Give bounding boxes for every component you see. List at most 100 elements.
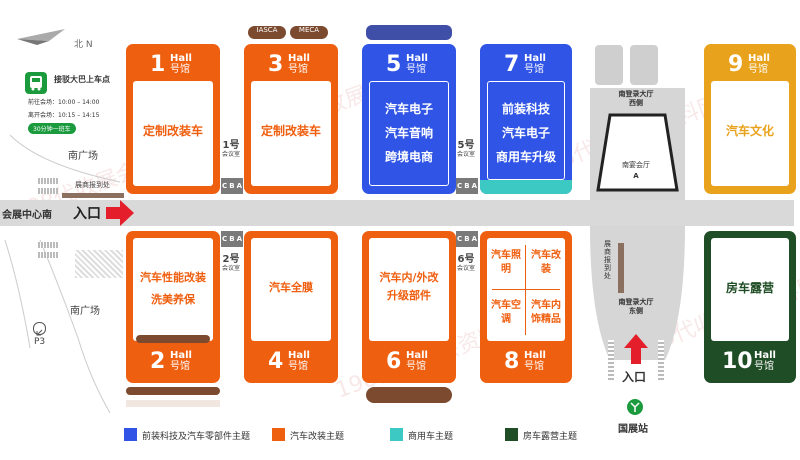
meca-tag: MECA: [290, 26, 328, 39]
hall-8-hall-label: Hall: [524, 350, 546, 361]
south-plaza-north-label: 南广场: [68, 151, 98, 162]
parking-stripes: [608, 340, 614, 380]
meeting-room-5: 5号会议室: [456, 140, 475, 159]
hall-10-number: 10: [722, 349, 753, 374]
hall-7-theme-3: 商用车升级: [495, 150, 556, 164]
parking-stripes: [38, 252, 58, 258]
hall-5-theme-2: 汽车音响: [384, 126, 433, 140]
hall-4-number: 4: [268, 349, 284, 374]
hall-2-note-strip: [126, 400, 220, 407]
hall-8-theme-4: 汽车内饰精品: [531, 300, 561, 325]
hall-5-theme-3: 跨境电商: [384, 150, 433, 164]
legend-swatch-orange: [272, 428, 285, 441]
hall-7-commercial-strip: [480, 180, 572, 194]
bus-icon: [25, 72, 47, 94]
parking-stripes: [658, 340, 664, 380]
hall-2-hao-label: 号馆: [170, 361, 190, 372]
hall-3-theme: 定制改装车: [260, 124, 321, 138]
hall-10[interactable]: 房车露营 10 Hall 号馆: [704, 231, 796, 383]
hall-2-theme-1: 汽车性能改装: [140, 271, 206, 284]
parking-stripes: [38, 242, 58, 248]
legend-label-green: 房车露营主题: [523, 432, 578, 442]
hall-9[interactable]: 9 Hall 号馆 汽车文化: [704, 44, 796, 194]
shuttle-line-2: 离开会场：10:15 – 14:15: [28, 112, 100, 119]
hall-6-hall-label: Hall: [406, 350, 428, 361]
hall-4-theme: 汽车全膜: [269, 281, 313, 294]
legend-swatch-teal: [390, 428, 403, 441]
east-building: [590, 45, 685, 360]
east-entrance-label: 入口: [622, 370, 647, 384]
parking-direction-icon: [33, 322, 46, 336]
parking-lot: [75, 250, 123, 278]
hall-6[interactable]: 汽车内/外改 升级部件 6 Hall 号馆: [362, 231, 456, 383]
meeting-room-6: 6号会议室: [456, 254, 475, 273]
west-entrance-label: 入口: [73, 206, 101, 222]
hall-1[interactable]: 1 Hall 号馆 定制改装车: [126, 44, 220, 194]
hall-5-hall-label: Hall: [406, 53, 428, 64]
legend-label-orange: 汽车改装主题: [290, 432, 345, 442]
hall-8-divider-v: [525, 245, 526, 335]
hall-8-theme-1: 汽车照明: [491, 250, 521, 275]
hall-10-hall-label: Hall: [754, 350, 776, 361]
east-entrance-arrow-icon: [624, 334, 648, 364]
hall-5-hao-label: 号馆: [406, 64, 426, 75]
hall-7-number: 7: [504, 52, 520, 77]
hall-7-hao-label: 号馆: [524, 64, 544, 75]
hall-8[interactable]: 汽车照明 汽车改装 汽车空调 汽车内饰精品 8 Hall 号馆: [480, 231, 572, 383]
registration-label: 展商报到处: [75, 181, 110, 189]
legend-swatch-blue: [124, 428, 137, 441]
compass-arrow-icon: [17, 29, 65, 45]
road-curve-lower: [4, 239, 111, 414]
hall-2-note-bar: [126, 387, 220, 395]
hall-7-theme-2: 汽车电子: [501, 126, 550, 140]
metro-icon: [627, 399, 643, 415]
hall-9-hall-label: Hall: [748, 53, 770, 64]
hall-5[interactable]: 5 Hall 号馆 汽车电子 汽车音响 跨境电商: [362, 44, 456, 194]
hall-1-number: 1: [150, 52, 166, 77]
entrance-arrow-icon: [106, 200, 134, 226]
meeting-room-2: 2号会议室: [221, 254, 240, 273]
hall-10-theme: 房车露营: [725, 281, 774, 295]
hall-8-divider-h: [492, 289, 560, 290]
hall-4-hao-label: 号馆: [288, 361, 308, 372]
parking-stripes: [38, 178, 58, 184]
parking-label: P3: [34, 337, 46, 347]
hall-2-theme-2: 洗美养保: [151, 293, 195, 306]
hall-2[interactable]: 汽车性能改装 洗美养保 2 Hall 号馆: [126, 231, 220, 383]
shuttle-line-1: 前往会场：10:00 – 14:00: [28, 99, 100, 106]
hall-5-theme-1: 汽车电子: [384, 102, 433, 116]
hall-3[interactable]: 3 Hall 号馆 定制改装车: [244, 44, 338, 194]
hall-6-note-banner: [366, 387, 452, 403]
hall-3-number: 3: [268, 52, 284, 77]
meeting-room-1: 1号会议室: [221, 140, 240, 159]
hall-1-hall-label: Hall: [170, 53, 192, 64]
east-registration-label: 展商报到处: [604, 240, 611, 280]
metro-station-label: 国展站: [618, 424, 648, 435]
west-lobby-label: 南登录大厅西侧: [618, 90, 654, 107]
hall-7[interactable]: 7 Hall 号馆 前装科技 汽车电子 商用车升级: [480, 44, 572, 194]
hall-1-theme: 定制改装车: [142, 124, 203, 138]
hall-7-theme-1: 前装科技: [501, 102, 550, 116]
hall-9-hao-label: 号馆: [748, 64, 768, 75]
hall-6-theme-2: 升级部件: [387, 289, 431, 302]
hall-5-note-banner: [366, 25, 452, 40]
south-plaza-south-label: 南广场: [70, 306, 100, 317]
legend-label-teal: 商用车主题: [408, 432, 454, 442]
registration-bar: [62, 193, 124, 198]
hall-4[interactable]: 汽车全膜 4 Hall 号馆: [244, 231, 338, 383]
station-name: 会展中心南: [2, 210, 52, 221]
east-registration-bar: [618, 243, 624, 293]
hall-9-number: 9: [728, 52, 744, 77]
hall-2-note-banner: [136, 335, 210, 343]
hall-1-hao-label: 号馆: [170, 64, 190, 75]
hall-7-hall-label: Hall: [524, 53, 546, 64]
hall-8-number: 8: [504, 349, 520, 374]
hall-6-number: 6: [386, 349, 402, 374]
parking-stripes: [38, 188, 58, 194]
hall-2-hall-label: Hall: [170, 350, 192, 361]
hall-3-hao-label: 号馆: [288, 64, 308, 75]
hall-6-hao-label: 号馆: [406, 361, 426, 372]
